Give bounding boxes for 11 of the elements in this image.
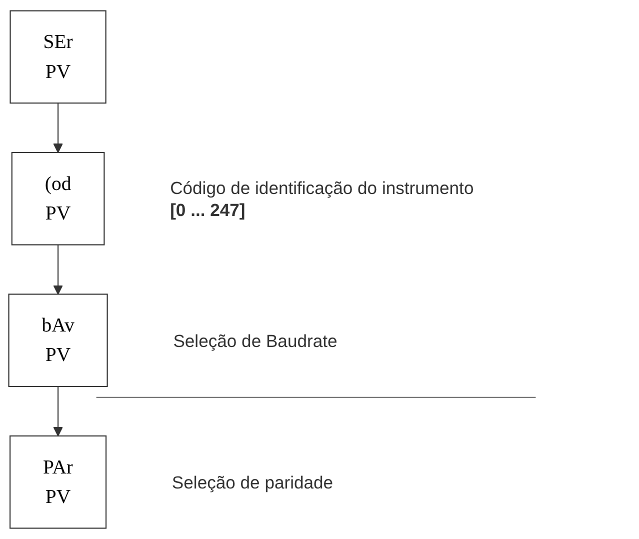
arrow: [53, 244, 63, 295]
display-box: bAv PV: [8, 294, 108, 388]
value-range: [0 ... 247]: [170, 200, 246, 220]
display-box: SEr PV: [10, 10, 106, 104]
description-text: Código de identificação do instrumento: [170, 178, 474, 198]
display-box: PAr PV: [10, 435, 107, 529]
display-box: (od PV: [11, 152, 105, 246]
description-text: Seleção de paridade: [172, 472, 334, 493]
description-text: Seleção de Baudrate: [173, 330, 338, 351]
arrow: [53, 386, 63, 436]
arrow: [53, 103, 63, 153]
